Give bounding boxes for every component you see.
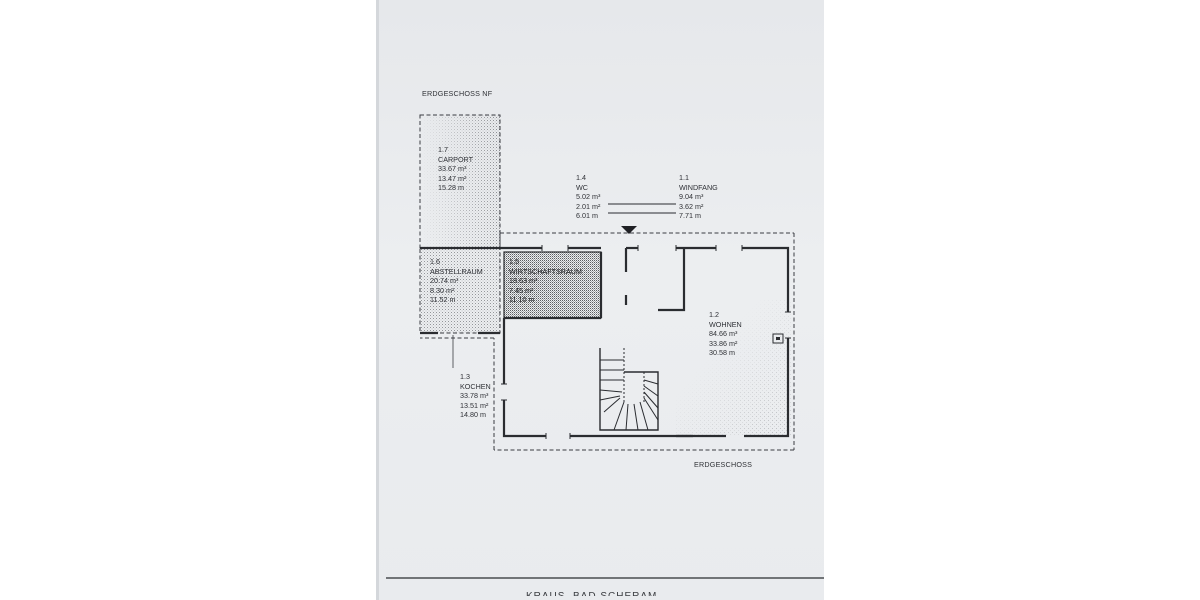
abstellraum-area [419, 247, 501, 334]
carport-area [419, 114, 501, 249]
title-erdgeschoss-nf: ERDGESCHOSS NF [422, 89, 493, 98]
title-erdgeschoss: ERDGESCHOSS [694, 460, 753, 469]
fireplace-symbol [772, 333, 784, 344]
room-label-carport: 1.7 CARPORT 33.67 m³ 13.47 m² 15.28 m [438, 145, 474, 193]
entrance-arrow [621, 226, 637, 234]
room-label-wohnen: 1.2 WOHNEN 84.66 m³ 33.86 m² 30.58 m [709, 310, 742, 358]
walls [420, 246, 790, 438]
building-perimeter [420, 232, 795, 451]
room-label-kochen: 1.3 KOCHEN 33.78 m³ 13.51 m² 14.80 m [460, 372, 491, 420]
footer-caption: KRAUS, BAD SCHERAM [526, 591, 658, 600]
wohnen-shading [676, 300, 791, 435]
room-label-wirtschaftsraum: 1.5 WIRTSCHAFTSRAUM 18.63 m³ 7.45 m² 11.… [509, 257, 582, 305]
room-label-wc: 1.4 WC 5.02 m³ 2.01 m² 6.01 m [576, 173, 601, 221]
room-label-windfang: 1.1 WINDFANG 9.04 m³ 3.62 m² 7.71 m [679, 173, 718, 221]
staircase [599, 348, 659, 431]
room-label-abstellraum: 1.6 ABSTELLRAUM 20.74 m³ 8.30 m² 11.52 m [430, 257, 483, 305]
door-jambs [501, 245, 791, 439]
label-leader-lines [608, 203, 676, 214]
page-edge [376, 0, 379, 600]
scanned-floor-plan-page: ERDGESCHOSS NF ERDGESCHOSS 1.7 CARPORT 3… [376, 0, 824, 600]
floor-plan-drawing [386, 114, 824, 579]
